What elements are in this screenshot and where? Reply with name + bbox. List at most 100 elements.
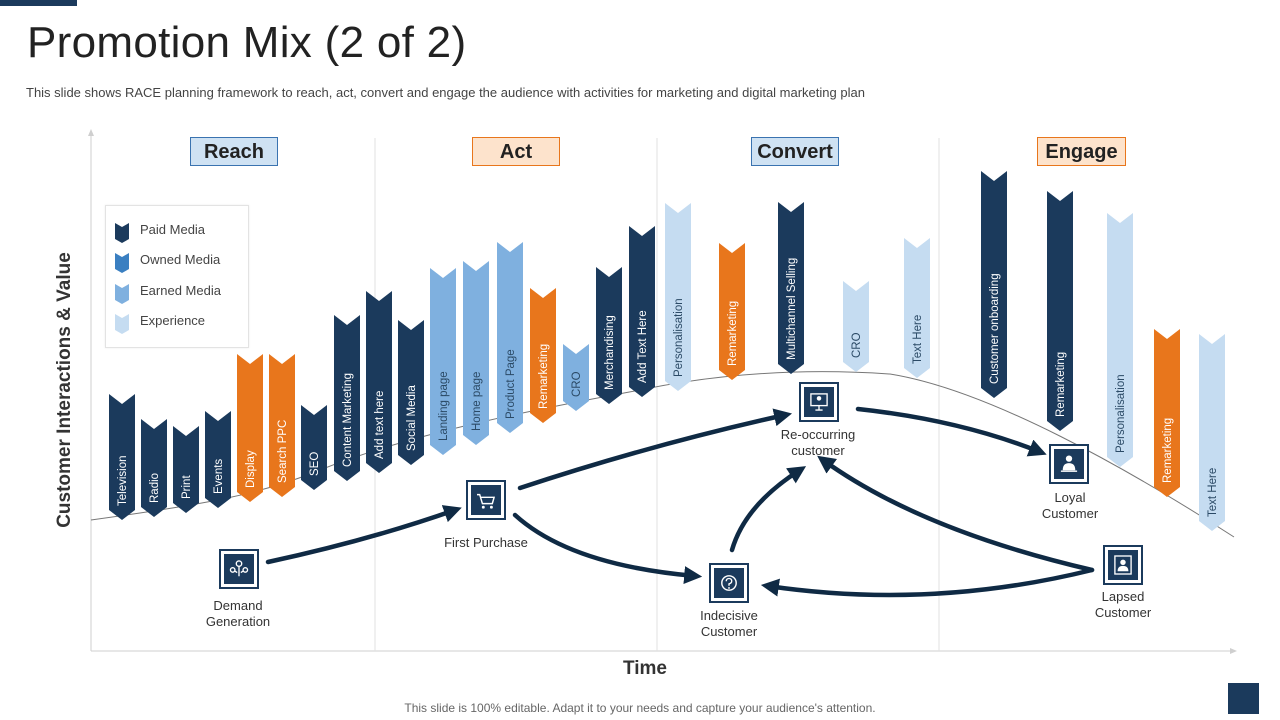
stage-label-line: Generation xyxy=(205,614,271,629)
chevron-shape xyxy=(1047,191,1073,431)
indecisive-customer-label: Indecisive Customer xyxy=(679,608,779,640)
activity-chevron: Radio xyxy=(141,419,167,517)
activity-chevron: Text Here xyxy=(904,238,930,378)
phase-engage: Engage xyxy=(1037,137,1126,166)
chevron-shape xyxy=(237,354,263,502)
activity-chevron: CRO xyxy=(563,344,589,411)
chevron-shape xyxy=(719,243,745,380)
chevron-label: CRO xyxy=(851,332,863,358)
arrow-reoccurring-to-loyal xyxy=(855,406,1047,457)
arrow-indecisive-to-reoccurring xyxy=(729,466,807,553)
chevron-shape xyxy=(334,315,360,481)
chevron-shape xyxy=(665,203,691,391)
first-purchase-node xyxy=(466,480,506,520)
activity-chevron: Social Media xyxy=(398,320,424,465)
chevron-shape xyxy=(109,394,135,520)
chevron-shape xyxy=(563,344,589,411)
stage-label-line: Customer xyxy=(1041,506,1099,521)
phase-act: Act xyxy=(472,137,560,166)
chevron-label: Remarketing xyxy=(538,344,550,409)
activity-chevron: Television xyxy=(109,394,135,520)
chevron-shape xyxy=(1199,334,1225,531)
corner-accent xyxy=(1228,683,1259,714)
stage-label-line: customer xyxy=(791,443,845,458)
activity-chevron: Remarketing xyxy=(719,243,745,380)
top-accent-bar xyxy=(0,0,77,6)
chevron-shape xyxy=(173,426,199,513)
chevron-label: Text Here xyxy=(1207,468,1219,517)
arrow-first-purchase-to-reoccurring xyxy=(517,408,793,491)
chevron-label: Television xyxy=(117,456,129,507)
chevron-shape xyxy=(778,202,804,374)
chevron-label: Home page xyxy=(471,372,483,431)
legend-label: Owned Media xyxy=(140,252,221,267)
chevron-shape xyxy=(1154,329,1180,497)
activity-chevron: Search PPC xyxy=(269,354,295,497)
activity-chevron: Display xyxy=(237,354,263,502)
arrow-lapsed-to-indecisive xyxy=(760,567,1095,598)
activity-chevron: Remarketing xyxy=(1047,191,1073,431)
activity-chevron: Product Page xyxy=(497,242,523,433)
activity-chevron: Remarketing xyxy=(1154,329,1180,497)
chevron-label: Add Text Here xyxy=(637,310,649,383)
chevron-label: Add text here xyxy=(374,391,386,459)
journey-arrows xyxy=(265,406,1095,598)
chevron-label: Search PPC xyxy=(277,420,289,483)
chevron-label: Personalisation xyxy=(1115,374,1127,453)
y-axis-label: Customer Interactions & Value xyxy=(54,252,75,528)
activity-chevron: Multichannel Selling xyxy=(778,202,804,374)
activity-chevron: Text Here xyxy=(1199,334,1225,531)
chevron-label: Remarketing xyxy=(1162,418,1174,483)
activity-chevron: Add text here xyxy=(366,291,392,473)
loyal-customer-icon xyxy=(1060,455,1078,472)
chevron-shape xyxy=(205,411,231,508)
reoccurring-customer-label: Re-occurring customer xyxy=(762,427,874,459)
paid-media-swatch-icon xyxy=(115,223,129,243)
lapsed-customer-icon xyxy=(1114,555,1132,575)
chevron-label: Radio xyxy=(149,473,161,503)
chevron-shape xyxy=(843,281,869,372)
slide-subtitle: This slide shows RACE planning framework… xyxy=(26,85,865,100)
chevron-shape xyxy=(904,238,930,378)
activity-chevron: Personalisation xyxy=(665,203,691,391)
activity-chevron: Print xyxy=(173,426,199,513)
chevron-shape xyxy=(629,226,655,397)
chevron-label: Merchandising xyxy=(604,315,616,390)
chevron-label: CRO xyxy=(571,371,583,397)
legend: Paid Media Owned Media Earned Media Expe… xyxy=(105,205,249,348)
chevron-label: Personalisation xyxy=(673,298,685,377)
chevron-label: SEO xyxy=(309,452,321,476)
loyal-customer-node xyxy=(1049,444,1089,484)
activity-chevron: Landing page xyxy=(430,268,456,455)
chevron-shape xyxy=(530,288,556,423)
chevron-shape xyxy=(269,354,295,497)
chevron-label: Print xyxy=(181,475,193,499)
chevron-shape xyxy=(596,267,622,404)
chevron-label: Remarketing xyxy=(727,301,739,366)
activity-chevron: Remarketing xyxy=(530,288,556,423)
experience-swatch-icon xyxy=(115,314,129,334)
legend-label: Experience xyxy=(140,313,206,328)
lapsed-customer-label: Lapsed Customer xyxy=(1073,589,1173,621)
chevron-label: Content Marketing xyxy=(342,373,354,467)
demand-generation-node xyxy=(219,549,259,589)
chevron-label: Social Media xyxy=(406,385,418,451)
stage-label-line: Lapsed xyxy=(1101,589,1145,604)
activity-chevron: Personalisation xyxy=(1107,213,1133,467)
chevron-shape xyxy=(463,261,489,445)
chevron-shape xyxy=(398,320,424,465)
chevron-label: Customer onboarding xyxy=(989,273,1001,384)
indecisive-customer-icon xyxy=(721,575,737,591)
arrow-lapsed-to-reoccurring xyxy=(817,455,1095,573)
chevron-shape xyxy=(430,268,456,455)
lapsed-customer-node xyxy=(1103,545,1143,585)
activity-chevron: Home page xyxy=(463,261,489,445)
first-purchase-label: First Purchase xyxy=(431,535,541,551)
reoccurring-customer-icon xyxy=(810,393,828,411)
chevron-label: Text Here xyxy=(912,315,924,364)
demand-generation-label: Demand Generation xyxy=(188,598,288,630)
chevron-shape xyxy=(981,171,1007,398)
stage-label-line: Re-occurring xyxy=(780,427,856,442)
